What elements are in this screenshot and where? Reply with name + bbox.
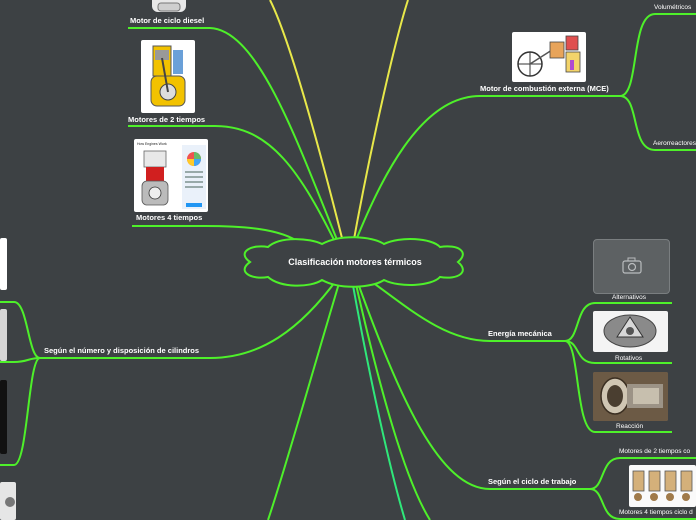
branch-reaction <box>564 340 672 433</box>
reaction-engine-image <box>593 372 668 421</box>
label-diesel[interactable]: Motor de ciclo diesel <box>130 16 205 25</box>
branch-yellow-2 <box>351 0 409 251</box>
branch-cyl-sub-1 <box>0 301 41 359</box>
branch-down-2 <box>351 279 406 520</box>
branch-diesel <box>128 27 343 253</box>
four-stroke-engine-image: How Engines Work <box>134 139 208 212</box>
diesel-engine-image <box>152 0 186 12</box>
root-title[interactable]: Clasificación motores térmicos <box>288 257 422 267</box>
branch-cyl-sub-2 <box>0 357 41 363</box>
cylinder-image-4 <box>0 482 16 520</box>
rotary-engine-image <box>593 311 668 352</box>
label-mechanical-energy[interactable]: Energía mecánica <box>488 329 552 338</box>
branch-two-stroke-cycle <box>589 457 696 490</box>
cylinder-image-1 <box>0 238 7 290</box>
branch-yellow-1 <box>269 0 346 251</box>
alternative-image-placeholder <box>593 239 670 294</box>
label-volumetric[interactable]: Volumétricos <box>654 4 692 11</box>
branch-down-1 <box>267 279 341 520</box>
label-mce[interactable]: Motor de combustión externa (MCE) <box>480 84 609 93</box>
branch-cyl-sub-3 <box>0 357 41 466</box>
branch-rotary <box>564 340 672 364</box>
label-rotary[interactable]: Rotativos <box>615 355 643 362</box>
label-four-stroke-cycle[interactable]: Motores 4 tiempos ciclo d <box>619 509 693 516</box>
branch-mce <box>351 95 620 251</box>
cylinder-image-2 <box>0 309 7 361</box>
mce-engine-image <box>512 32 586 82</box>
four-stroke-cycle-image <box>629 465 696 507</box>
branch-two-stroke <box>128 125 341 253</box>
four-stroke-thumb-title: How Engines Work <box>137 142 167 146</box>
label-two-stroke-cycle[interactable]: Motores de 2 tiempos co <box>619 448 691 455</box>
branch-four-stroke <box>132 225 301 244</box>
camera-icon <box>622 257 642 274</box>
cylinder-image-3 <box>0 380 7 454</box>
two-stroke-engine-image <box>141 40 195 113</box>
label-jet[interactable]: Aerorreactores <box>653 140 696 147</box>
branch-work-cycle <box>354 274 590 490</box>
label-reaction[interactable]: Reacción <box>616 423 644 430</box>
branch-down-3 <box>354 279 431 520</box>
branch-alternative <box>564 302 672 342</box>
label-cylinders[interactable]: Según el número y disposición de cilindr… <box>44 346 200 355</box>
label-two-stroke[interactable]: Motores de 2 tiempos <box>128 115 206 124</box>
label-work-cycle[interactable]: Según el ciclo de trabajo <box>488 477 577 486</box>
branch-volumetric <box>619 13 696 97</box>
root-cloud[interactable] <box>243 236 464 288</box>
branch-jet <box>619 95 696 151</box>
label-alternative[interactable]: Alternativos <box>612 294 646 301</box>
label-four-stroke[interactable]: Motores 4 tiempos <box>136 213 203 222</box>
branch-four-stroke-cycle <box>589 488 696 520</box>
branch-cylinders <box>40 277 339 359</box>
